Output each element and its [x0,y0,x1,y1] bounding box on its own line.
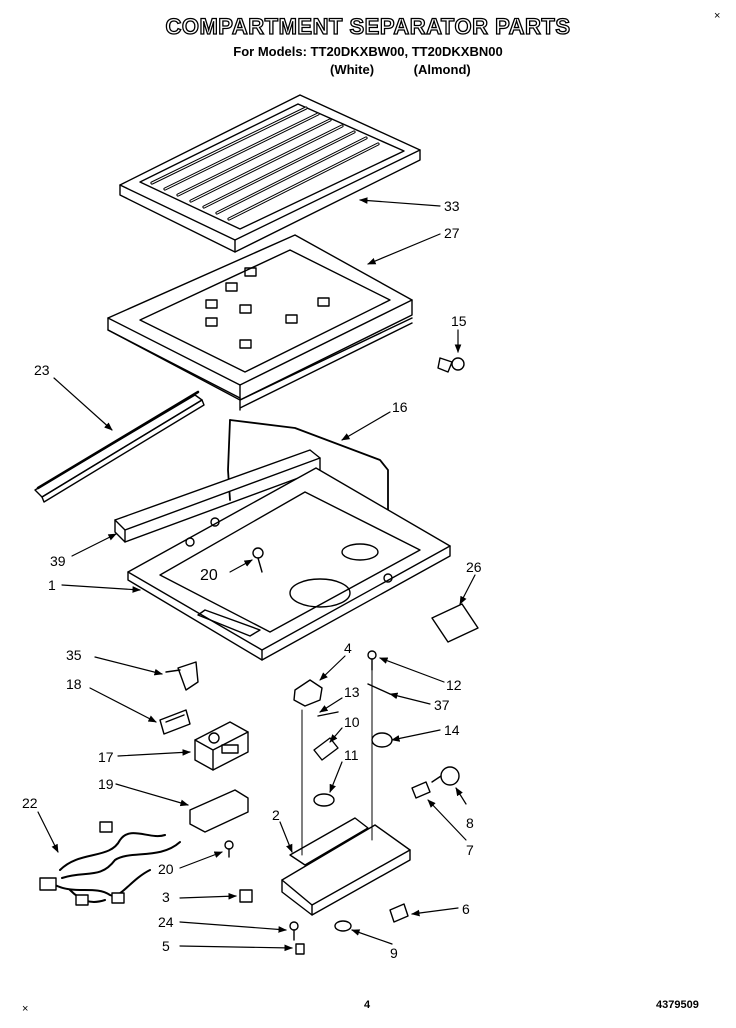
part-20-screw-upper [252,547,264,573]
callout-33: 33 [444,198,460,214]
part-5-screw [295,943,305,955]
part-33-shelf-grille [119,94,421,253]
callout-26: 26 [466,559,482,575]
callout-19: 19 [98,776,114,792]
callout-20-upper: 20 [200,567,218,584]
callout-6: 6 [462,901,470,917]
callout-9: 9 [390,945,398,961]
callout-13: 13 [344,684,360,700]
callout-39: 39 [50,553,66,569]
callout-12: 12 [446,677,462,693]
part-6-connector [389,903,409,923]
callout-11: 11 [344,747,359,763]
callout-2: 2 [272,807,280,823]
callout-18: 18 [66,676,82,692]
leader-lines [37,197,476,952]
callout-16: 16 [392,399,408,415]
callout-23: 23 [34,362,50,378]
callout-22: 22 [22,795,38,811]
part-35-bracket [165,661,199,691]
callout-10: 10 [344,714,360,730]
callout-27: 27 [444,225,460,241]
callout-20-lower: 20 [158,861,174,877]
part-26-damper-flap [431,603,479,643]
part-22-wiring-harness [39,821,181,906]
part-20-screw-lower [224,840,234,858]
part-19-housing [189,789,249,833]
callout-5: 5 [162,938,170,954]
part-1-separator-body [127,467,451,661]
model-colors: (White) (Almond) [330,62,471,77]
part-4-switch [293,679,323,707]
part-14-lamp-socket [371,732,393,748]
part-24-screw [289,921,299,941]
callout-8: 8 [466,815,474,831]
part-17-control-box [194,721,249,771]
color-almond-label: (Almond) [413,62,471,77]
color-white-label: (White) [330,62,375,77]
part-11-knob [313,793,335,807]
callout-14: 14 [444,722,460,738]
part-10-thermostat [313,737,339,761]
callout-1: 1 [48,577,56,593]
callout-4: 4 [344,640,352,656]
part-7-lamp-holder [411,781,431,799]
callout-24: 24 [158,914,174,930]
callout-3: 3 [162,889,170,905]
callout-labels: 33 27 15 23 16 39 20 1 26 35 4 12 18 13 … [22,198,482,961]
part-13-wire [317,711,339,717]
part-12-screw [367,650,377,671]
callout-15: 15 [451,313,467,329]
part-23-trim-strip [34,390,205,503]
part-8-light-bulb [431,766,460,786]
callout-37: 37 [434,697,450,713]
page-title: COMPARTMENT SEPARATOR PARTS [165,13,571,39]
part-37-clip [367,683,391,695]
corner-mark-bottom-left: × [22,1003,29,1015]
part-18-grille [159,709,191,735]
part-27-separator-frame [107,234,413,411]
part-3-connector [239,889,253,903]
part-2-control-housing [281,669,411,916]
corner-mark-top-right: × [714,10,721,22]
models-line: For Models: TT20DKXBW00, TT20DKXBN00 [233,44,503,59]
page-number: 4 [364,999,371,1011]
document-number: 4379509 [656,999,699,1011]
callout-17: 17 [98,749,114,765]
part-15-clip [437,357,465,373]
callout-35: 35 [66,647,82,663]
callout-7: 7 [466,842,474,858]
part-9-grommet [334,920,352,932]
